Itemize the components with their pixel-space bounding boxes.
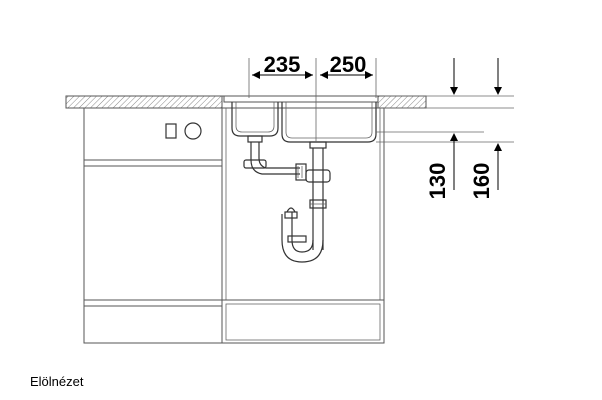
view-caption: Elölnézet: [30, 374, 84, 389]
large-bowl: [281, 102, 377, 143]
height-inner-label: 130: [425, 163, 450, 200]
countertop: [65, 95, 427, 109]
width-left-label: 235: [264, 52, 301, 77]
width-dimension-lines: [248, 58, 377, 142]
left-cabinet: [83, 107, 223, 344]
small-bowl: [231, 102, 279, 137]
drain-siphon: [243, 135, 331, 263]
control-knob-icon: [165, 122, 202, 140]
height-outer-label: 160: [469, 163, 494, 200]
sink-rim: [223, 95, 379, 103]
sink-cabinet: [221, 107, 385, 344]
height-dimension-lines: [376, 58, 514, 190]
sink-front-view-drawing: 235 250 130 160: [65, 52, 514, 344]
width-right-label: 250: [330, 52, 367, 77]
